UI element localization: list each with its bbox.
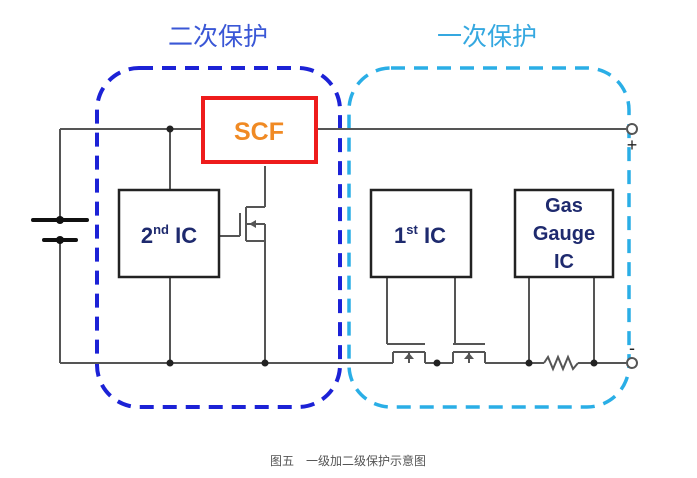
secondary-protection-zone (95, 66, 342, 409)
scf-fuse-block (201, 96, 318, 164)
primary-mosfet-1-icon (392, 343, 426, 363)
first-ic-block (369, 188, 473, 279)
sense-resistor-icon (543, 354, 579, 372)
negative-terminal-icon (626, 357, 638, 369)
second-ic-label-suffix: IC (169, 223, 197, 248)
first-ic-label-suffix: IC (418, 223, 446, 248)
junction-dots (166, 125, 598, 367)
positive-terminal-icon (626, 123, 638, 135)
primary-mosfet-2-icon (452, 343, 486, 363)
negative-terminal-label: - (629, 338, 635, 358)
secondary-protection-label: 二次保护 (168, 22, 268, 51)
gas-gauge-label-line-1: Gas (545, 195, 583, 217)
battery-icon (31, 216, 89, 244)
first-ic-label-sup: st (406, 222, 418, 237)
figure-caption: 图五 一级加二级保护示意图 (270, 453, 426, 468)
second-ic-label: 2nd IC (141, 222, 197, 248)
circuit-wires (59, 128, 626, 364)
second-ic-block (117, 188, 221, 279)
second-ic-label-main: 2 (141, 223, 153, 248)
secondary-mosfet-icon (239, 206, 266, 242)
second-ic-label-sup: nd (153, 222, 169, 237)
gas-gauge-ic-block (513, 188, 615, 279)
first-ic-label: 1st IC (394, 222, 446, 248)
primary-protection-label: 一次保护 (437, 22, 537, 51)
gas-gauge-label-line-2: Gauge (533, 223, 595, 245)
first-ic-label-main: 1 (394, 223, 406, 248)
primary-protection-zone (347, 66, 631, 409)
gas-gauge-label-line-3: IC (554, 251, 574, 273)
positive-terminal-label: + (627, 135, 638, 155)
scf-label: SCF (234, 118, 284, 146)
